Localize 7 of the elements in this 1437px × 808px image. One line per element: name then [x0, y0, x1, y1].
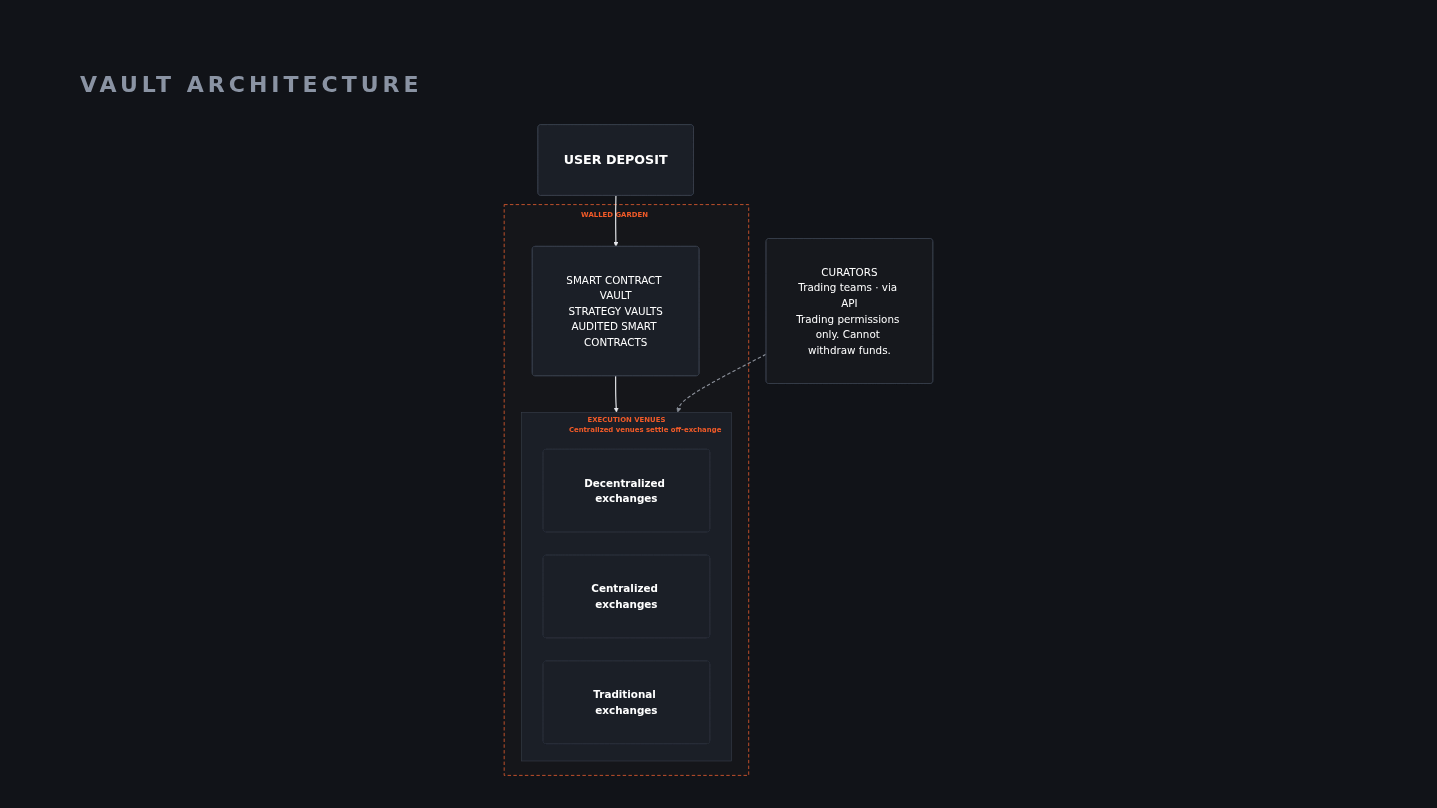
diagram-title: VAULT ARCHITECTURE: [80, 72, 423, 97]
arrow: [613, 375, 619, 413]
node-text: Traditional exchanges: [593, 688, 658, 717]
node-text: Decentralized exchanges: [584, 476, 666, 505]
arrow: [676, 353, 767, 413]
node-text: Centralized exchanges: [591, 582, 658, 611]
arrow: [613, 195, 619, 247]
